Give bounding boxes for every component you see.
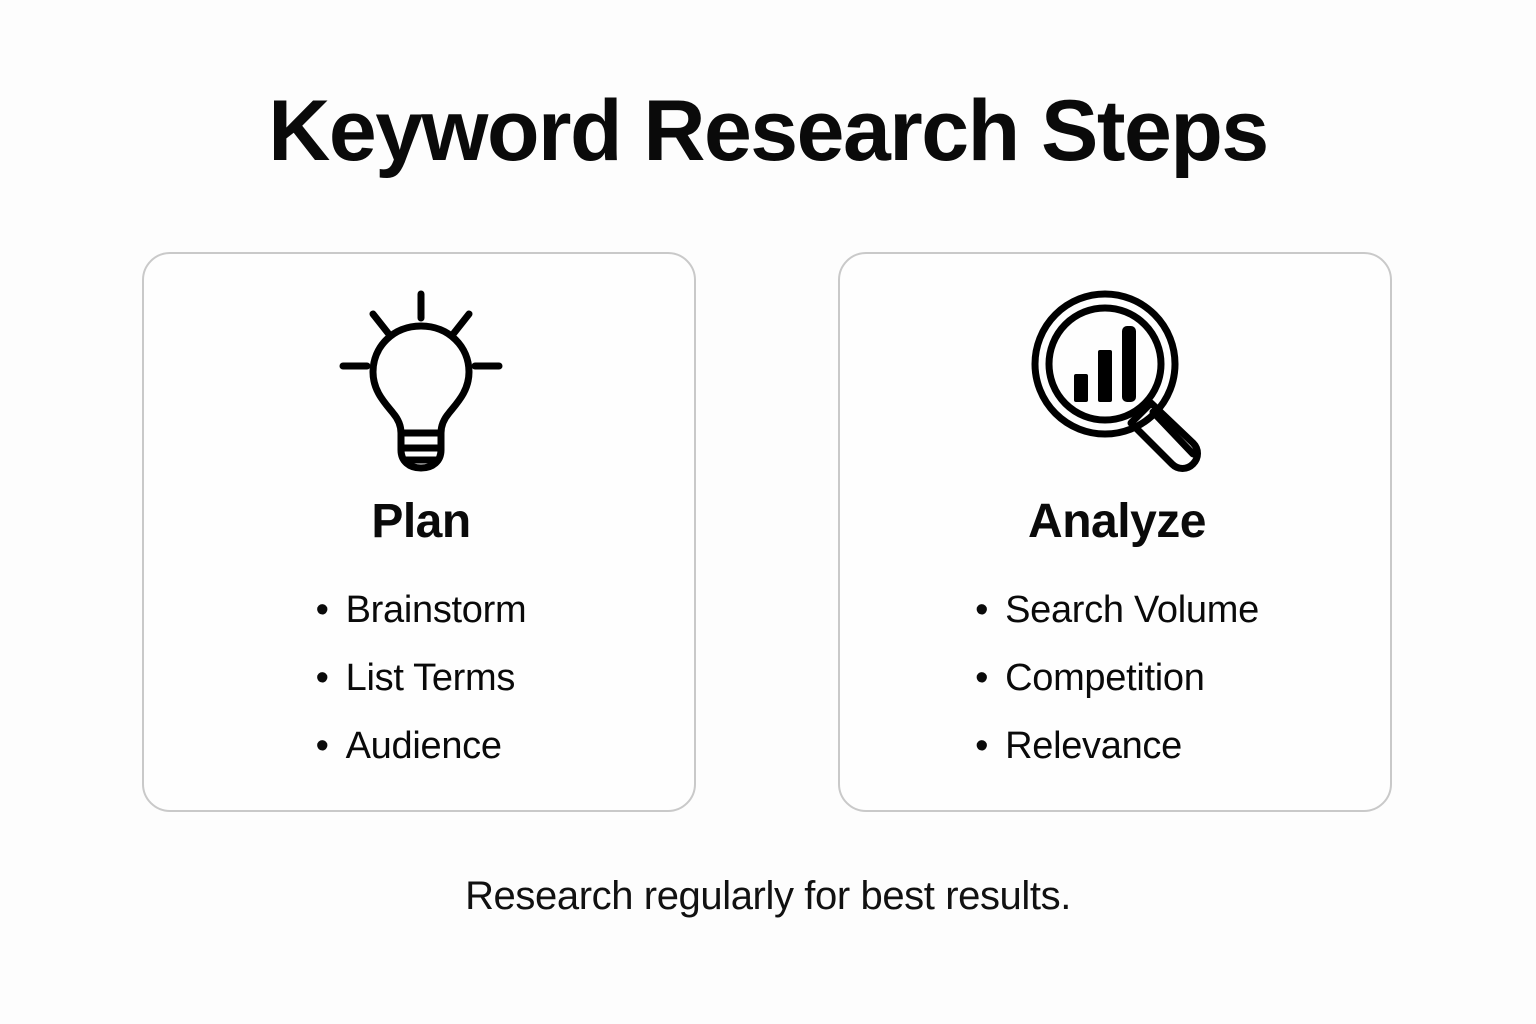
list-item: • Competition — [975, 644, 1259, 712]
card-list-analyze: • Search Volume • Competition • Relevanc… — [840, 576, 1394, 780]
footer-caption: Research regularly for best results. — [465, 874, 1071, 918]
bullet-icon: • — [315, 657, 329, 699]
bullet-icon: • — [315, 725, 329, 767]
list-item: • List Terms — [316, 644, 527, 712]
page-title: Keyword Research Steps — [268, 83, 1269, 179]
list-item-label: Audience — [345, 725, 502, 767]
bullet-icon: • — [975, 725, 989, 767]
magnifier-bar-chart-icon — [840, 288, 1394, 474]
list-item-label: Search Volume — [1005, 589, 1259, 631]
list-item: • Relevance — [975, 712, 1259, 780]
step-card-plan[interactable]: Plan • Brainstorm • List Terms • Audienc… — [142, 252, 696, 812]
list-item-label: Brainstorm — [345, 589, 527, 631]
bullet-icon: • — [975, 657, 989, 699]
card-heading-plan: Plan — [371, 495, 471, 548]
list-item-label: Competition — [1005, 657, 1205, 699]
list-item: • Search Volume — [975, 576, 1259, 644]
list-item: • Audience — [316, 712, 527, 780]
steps-row: Plan • Brainstorm • List Terms • Audienc… — [142, 252, 1396, 816]
step-card-analyze[interactable]: Analyze • Search Volume • Competition • … — [838, 252, 1392, 812]
bullet-icon: • — [975, 589, 989, 631]
lightbulb-icon — [144, 288, 698, 474]
list-item-label: Relevance — [1005, 725, 1182, 767]
list-item-label: List Terms — [345, 657, 516, 699]
bullet-icon: • — [315, 589, 329, 631]
list-item: • Brainstorm — [316, 576, 527, 644]
card-list-plan: • Brainstorm • List Terms • Audience — [144, 576, 698, 780]
card-heading-analyze: Analyze — [1028, 495, 1206, 548]
